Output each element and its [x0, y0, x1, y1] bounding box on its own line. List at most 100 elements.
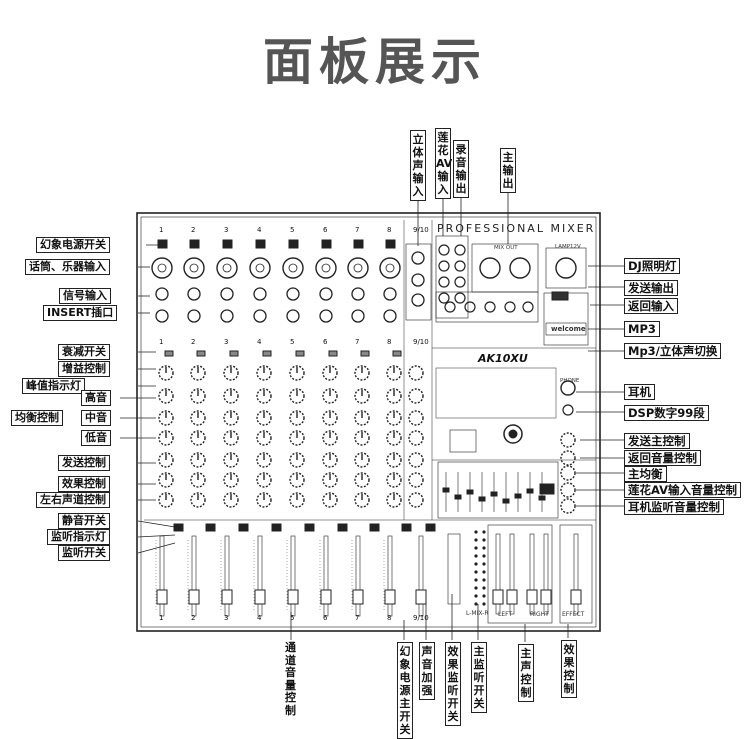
main-out-left	[479, 257, 501, 279]
pad-switch	[164, 350, 174, 357]
knob	[408, 388, 424, 404]
knob	[256, 410, 272, 426]
label-dsp: DSP数字99段	[624, 405, 709, 421]
left-text: LEFT	[498, 611, 513, 618]
knob	[408, 452, 424, 468]
knob	[190, 452, 206, 468]
phantom-switch	[353, 239, 364, 249]
knob	[190, 388, 206, 404]
knob	[322, 388, 338, 404]
meter-led	[474, 586, 478, 590]
label-channel-volume: 通道音量控制	[285, 641, 296, 717]
lamp-text: LAMP12V	[555, 244, 581, 250]
line-input	[220, 287, 234, 301]
label-phantom-switch: 幻象电源开关	[36, 237, 110, 253]
channel-number: 3	[224, 226, 229, 234]
meter-led	[482, 602, 486, 606]
knob	[256, 492, 272, 508]
knob	[223, 472, 239, 488]
knob	[560, 465, 576, 481]
model-text: AK10XU	[478, 352, 528, 365]
knob	[190, 365, 206, 381]
jack	[444, 301, 456, 313]
channel-number: 1	[159, 226, 164, 234]
knob	[354, 452, 370, 468]
knob	[322, 430, 338, 446]
knob	[354, 430, 370, 446]
knob	[322, 365, 338, 381]
fader-track	[543, 533, 549, 615]
knob	[560, 482, 576, 498]
line-input	[187, 287, 201, 301]
channel-number: 4	[257, 338, 262, 346]
fader-cap	[570, 589, 582, 605]
label-effect-control: 效果控制	[561, 640, 577, 698]
jack	[522, 301, 534, 313]
knob	[190, 492, 206, 508]
channel-number: 4	[257, 614, 262, 622]
meter-led	[482, 538, 486, 542]
pad-switch	[360, 350, 370, 357]
right-text: RIGHT	[530, 611, 549, 618]
label-mic-input: 话筒、乐器输入	[25, 259, 110, 275]
label-sound-boost: 声音加强	[419, 642, 435, 700]
jack	[464, 301, 476, 313]
knob	[408, 430, 424, 446]
label-rec-output: 录音输出	[453, 140, 469, 198]
rca-jack	[438, 260, 450, 272]
channel-number: 9/10	[413, 614, 429, 622]
label-effect-monitor: 效果监听开关	[445, 642, 461, 726]
brand-text: PROFESSIONAL MIXER	[437, 222, 596, 235]
label-main-output: 主输出	[500, 148, 516, 193]
mix-out-text: MIX OUT	[494, 245, 518, 251]
fader-cap	[415, 589, 427, 605]
insert-jack	[351, 309, 365, 323]
fader-cap	[384, 589, 396, 605]
label-send-master: 发送主控制	[624, 433, 690, 449]
label-peak-led: 峰值指示灯	[22, 378, 85, 394]
xlr-pin	[222, 263, 232, 273]
lamp-socket	[555, 257, 577, 279]
knob	[190, 430, 206, 446]
knob	[354, 365, 370, 381]
knob	[223, 452, 239, 468]
rca-jack	[411, 251, 425, 265]
channel-number: 7	[355, 338, 360, 346]
channel-number: 6	[323, 226, 328, 234]
label-headphone: 耳机	[624, 384, 655, 400]
knob	[322, 472, 338, 488]
channel-number: 2	[191, 614, 196, 622]
line-input	[319, 287, 333, 301]
knob	[408, 410, 424, 426]
xlr-input	[315, 257, 337, 279]
channel-number: 8	[387, 338, 392, 346]
fader-track	[224, 535, 230, 617]
meter-led	[474, 562, 478, 566]
line-input	[351, 287, 365, 301]
line-input	[286, 287, 300, 301]
label-send-out: 发送输出	[624, 280, 678, 296]
knob	[190, 472, 206, 488]
lmixr-text: L-MIX-R	[466, 610, 489, 617]
meter-led	[474, 594, 478, 598]
effect-text: EFFECT	[562, 611, 585, 618]
input-channels	[151, 239, 582, 617]
knob	[158, 430, 174, 446]
xlr-input	[216, 257, 238, 279]
welcome-text: welcome	[551, 325, 586, 333]
eq-cap	[538, 495, 546, 501]
rca-jack	[454, 292, 466, 304]
channel-number: 9/10	[413, 226, 429, 234]
knob	[386, 365, 402, 381]
meter-led	[482, 562, 486, 566]
eq-cap	[526, 488, 534, 494]
mute-switch	[205, 523, 216, 532]
fader-cap	[254, 589, 266, 605]
meter-led	[474, 554, 478, 558]
meter-led	[482, 554, 486, 558]
label-high: 高音	[81, 390, 111, 406]
rca-jack	[454, 260, 466, 272]
knob	[408, 492, 424, 508]
phantom-switch	[157, 239, 168, 249]
